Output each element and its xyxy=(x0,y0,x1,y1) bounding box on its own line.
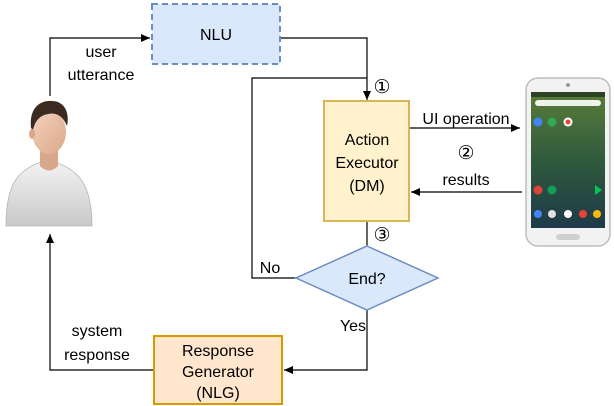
user-utterance-label-line2: utterance xyxy=(68,67,135,84)
action-executor-label-line2: Executor xyxy=(335,155,399,172)
step-marker-3: ③ xyxy=(373,225,390,246)
no-label: No xyxy=(260,260,281,277)
end-decision-diamond xyxy=(294,245,440,311)
yes-label: Yes xyxy=(340,318,366,335)
ui-operation-label: UI operation xyxy=(422,111,509,128)
smartphone-icon xyxy=(525,77,611,247)
user-avatar-icon xyxy=(5,100,93,227)
response-generator-label-line2: Generator xyxy=(182,364,255,381)
end-decision-label: End? xyxy=(348,271,385,288)
nlu-label: NLU xyxy=(200,27,232,44)
response-generator-label-line3: (NLG) xyxy=(196,385,240,402)
edge-user-to-nlu xyxy=(49,34,150,96)
response-generator-box xyxy=(153,335,283,405)
nlu-box xyxy=(151,3,281,65)
system-response-label-line1: system xyxy=(72,323,123,340)
results-label: results xyxy=(442,172,489,189)
edge-no-loop xyxy=(251,77,367,279)
edge-nlu-to-executor xyxy=(280,37,371,100)
edge-nlg-to-user xyxy=(46,234,154,371)
action-executor-label-line1: Action xyxy=(345,132,389,149)
action-executor-box xyxy=(323,100,410,222)
step-marker-2: ② xyxy=(457,143,474,164)
action-executor-label-line3: (DM) xyxy=(349,178,385,195)
user-utterance-label-line1: user xyxy=(85,44,117,61)
response-generator-label-line1: Response xyxy=(182,343,254,360)
edge-yes-to-nlg xyxy=(284,310,368,374)
system-response-label-line2: response xyxy=(64,347,130,364)
step-marker-1: ① xyxy=(373,77,390,98)
